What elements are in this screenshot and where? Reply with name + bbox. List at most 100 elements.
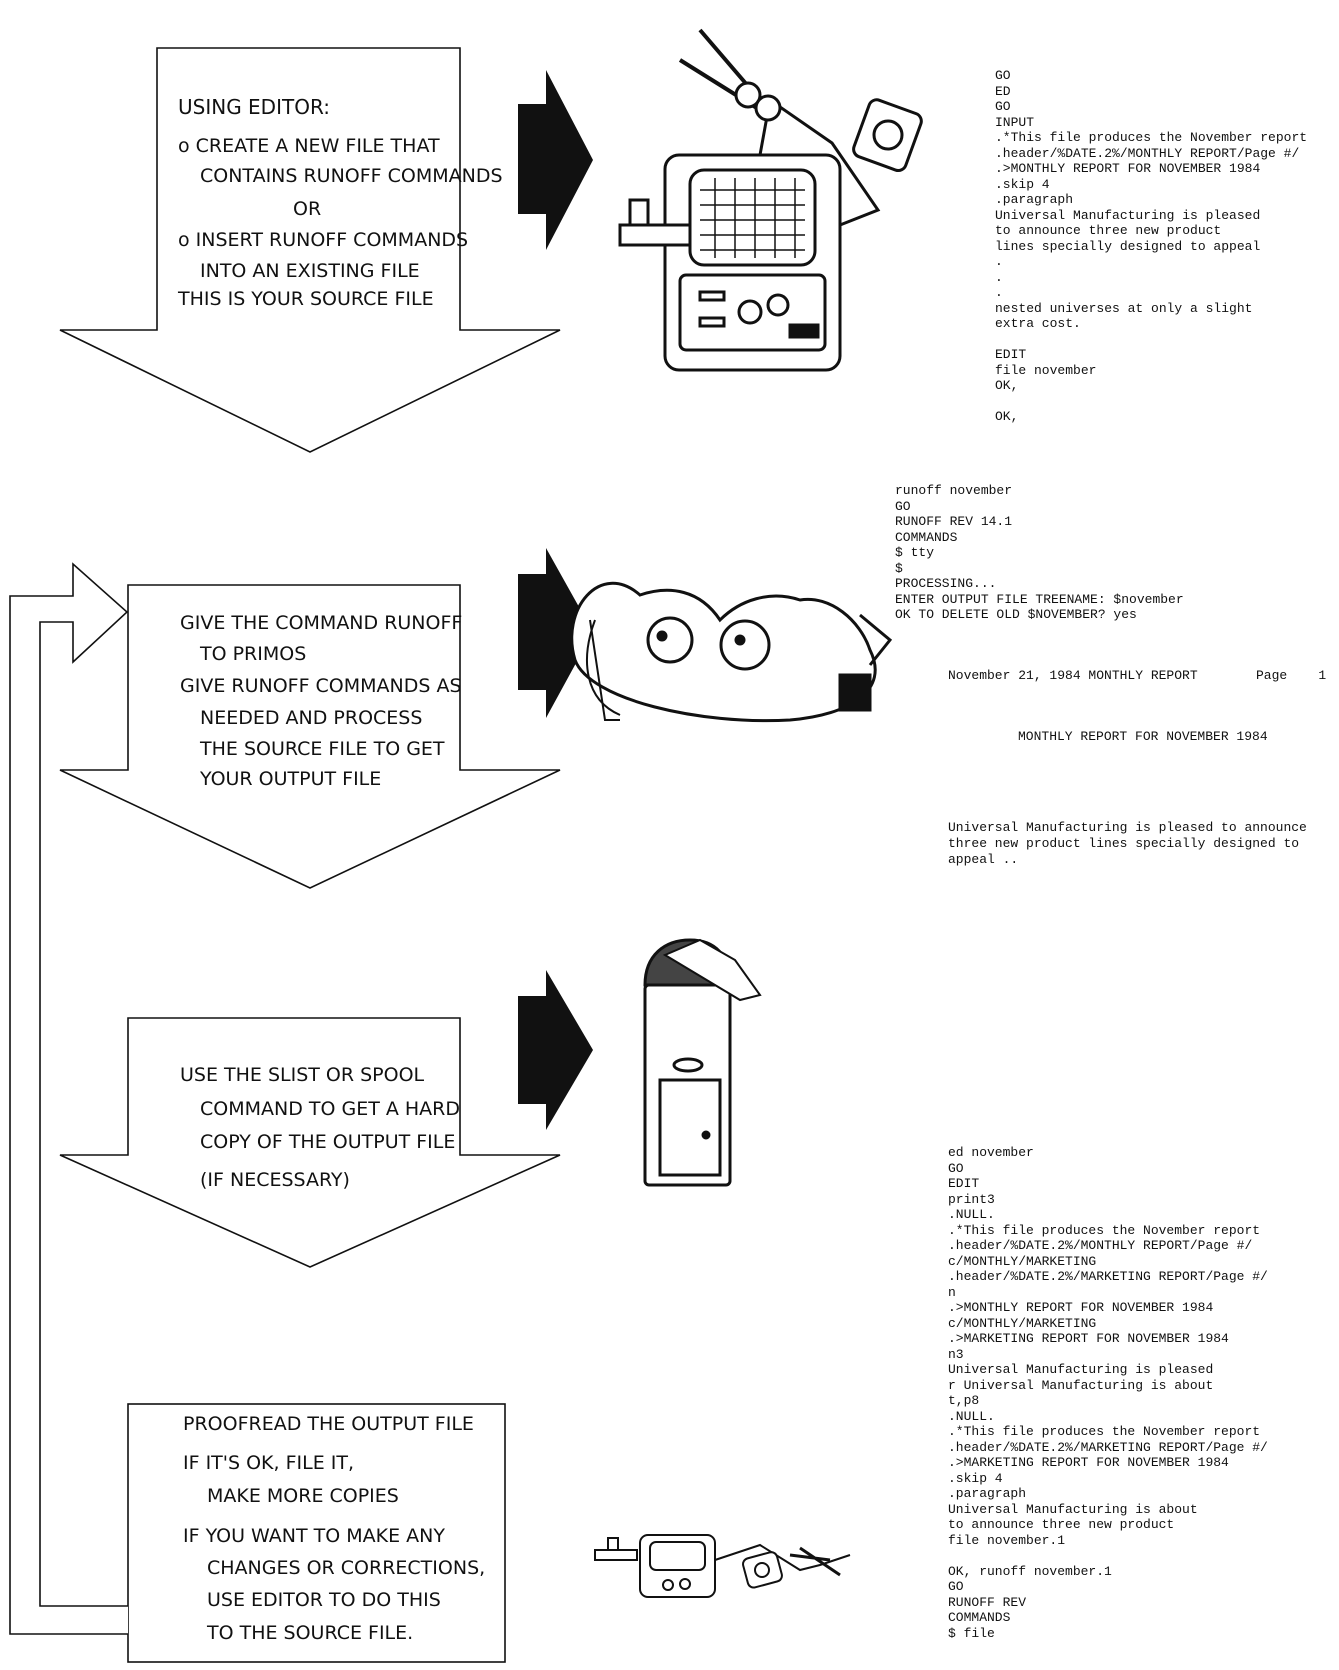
step-line: IF IT'S OK, FILE IT, <box>183 1452 355 1474</box>
terminal-line: r Universal Manufacturing is about <box>948 1377 1214 1393</box>
step-line: NEEDED AND PROCESS <box>200 707 423 729</box>
terminal-line: INPUT <box>995 114 1035 130</box>
terminal-line: c/MONTHLY/MARKETING <box>948 1253 1097 1269</box>
terminal-line: .NULL. <box>948 1408 995 1424</box>
terminal-line: .skip 4 <box>948 1470 1003 1486</box>
step-line: o CREATE A NEW FILE THAT <box>178 135 440 157</box>
step-line: OR <box>293 198 322 220</box>
terminal-line: n3 <box>948 1346 964 1362</box>
terminal-line: .*This file produces the November report <box>948 1424 1261 1439</box>
small-computer-illustration <box>594 1534 851 1598</box>
terminal-line: file november <box>995 362 1097 378</box>
terminal-line: .>MARKETING REPORT FOR NOVEMBER 1984 <box>948 1455 1229 1470</box>
terminal-line: lines specially designed to appeal <box>995 238 1261 254</box>
terminal-line: . <box>995 254 1003 269</box>
step-line: USING EDITOR: <box>178 95 330 119</box>
terminal-line: .skip 4 <box>995 176 1050 192</box>
terminal-line: to announce three new product <box>995 223 1222 238</box>
terminal-line: runoff november <box>895 483 1013 498</box>
step-line: USE EDITOR TO DO THIS <box>207 1589 441 1611</box>
terminal-line: t,p8 <box>948 1393 980 1408</box>
output-header-right: Page 1 <box>1256 668 1327 683</box>
output-header-left: November 21, 1984 MONTHLY REPORT <box>948 668 1198 683</box>
terminal-line: OK, runoff november.1 <box>948 1563 1112 1579</box>
terminal-line: Universal Manufacturing is pleased <box>995 207 1261 223</box>
terminal-line: . <box>995 269 1003 285</box>
terminal-line: Universal Manufacturing is about <box>948 1501 1198 1517</box>
step-arrow-print <box>59 1017 561 1268</box>
step-line: CHANGES OR CORRECTIONS, <box>207 1557 486 1579</box>
feedback-loop-arrow <box>9 562 129 1635</box>
terminal-line: COMMANDS <box>948 1610 1011 1625</box>
output-body-line: appeal .. <box>948 852 1019 867</box>
terminal-line: .header/%DATE.2%/MARKETING REPORT/Page #… <box>948 1269 1268 1284</box>
computer-robot-illustration <box>618 28 923 372</box>
step-box-proofread <box>127 1403 506 1663</box>
terminal-line: .paragraph <box>948 1486 1027 1501</box>
pointer-arrow-3 <box>518 970 593 1130</box>
terminal-line: extra cost. <box>995 316 1081 331</box>
terminal-line: nested universes at only a slight <box>995 300 1253 316</box>
terminal-line: .*This file produces the November report <box>995 130 1308 145</box>
step-line: THIS IS YOUR SOURCE FILE <box>178 288 434 310</box>
terminal-line: .>MONTHLY REPORT FOR NOVEMBER 1984 <box>948 1300 1214 1315</box>
terminal-line: . <box>995 285 1003 300</box>
step-line: PROOFREAD THE OUTPUT FILE <box>183 1413 474 1435</box>
step-line: GIVE RUNOFF COMMANDS AS <box>180 675 462 697</box>
terminal-line: $ file <box>948 1625 995 1641</box>
terminal-line <box>995 332 1307 348</box>
terminal-line: GO <box>948 1579 964 1594</box>
step-line: CONTAINS RUNOFF COMMANDS <box>200 165 503 187</box>
terminal-line: print3 <box>948 1191 995 1207</box>
terminal-line: COMMANDS <box>895 529 958 545</box>
step-line: YOUR OUTPUT FILE <box>200 768 382 790</box>
terminal-line: PROCESSING... <box>895 576 997 591</box>
terminal-line: .header/%DATE.2%/MONTHLY REPORT/Page #/ <box>948 1238 1253 1253</box>
step-line: TO PRIMOS <box>200 643 307 665</box>
terminal-line: ENTER OUTPUT FILE TREENAME: $november <box>895 591 1184 607</box>
terminal-line: .>MONTHLY REPORT FOR NOVEMBER 1984 <box>995 161 1261 176</box>
terminal-line: GO <box>995 99 1011 114</box>
terminal-line: Universal Manufacturing is pleased <box>948 1362 1214 1377</box>
terminal-line: file november.1 <box>948 1532 1066 1548</box>
step-arrow-edit <box>59 47 561 453</box>
step-line: GIVE THE COMMAND RUNOFF <box>180 612 463 634</box>
terminal-line: .header/%DATE.2%/MONTHLY REPORT/Page #/ <box>995 145 1300 161</box>
terminal-line: .NULL. <box>948 1207 995 1222</box>
output-body-line: three new product lines specially design… <box>948 836 1300 851</box>
terminal-line: EDIT <box>948 1176 980 1191</box>
step-line: THE SOURCE FILE TO GET <box>200 738 445 760</box>
step-line: (IF NECESSARY) <box>200 1169 350 1191</box>
terminal-line: OK, <box>995 409 1019 424</box>
terminal-line: RUNOFF REV 14.1 <box>895 514 1013 529</box>
step-line: MAKE MORE COPIES <box>207 1485 399 1507</box>
step-line: INTO AN EXISTING FILE <box>200 260 420 282</box>
terminal-line: GO <box>995 68 1011 83</box>
terminal-line: ed november <box>948 1145 1034 1160</box>
printer-illustration <box>643 938 762 1187</box>
terminal-line: n <box>948 1284 956 1300</box>
terminal-line: c/MONTHLY/MARKETING <box>948 1315 1097 1331</box>
terminal-line <box>948 1548 1268 1564</box>
step-line: TO THE SOURCE FILE. <box>207 1622 414 1644</box>
terminal-line: GO <box>948 1160 964 1176</box>
terminal-line: OK TO DELETE OLD $NOVEMBER? yes <box>895 607 1137 622</box>
terminal-line: GO <box>895 498 911 514</box>
terminal-line: RUNOFF REV <box>948 1594 1027 1610</box>
runoff-figures-illustration <box>570 581 893 723</box>
step-arrow-runoff <box>59 584 561 889</box>
pointer-arrow-2 <box>518 548 593 718</box>
step-line: IF YOU WANT TO MAKE ANY <box>183 1525 445 1547</box>
terminal-line: .paragraph <box>995 192 1074 207</box>
step-line: COPY OF THE OUTPUT FILE <box>200 1131 456 1153</box>
terminal-line: $ <box>895 560 903 576</box>
output-title: MONTHLY REPORT FOR NOVEMBER 1984 <box>1018 729 1268 744</box>
terminal-line: EDIT <box>995 347 1027 362</box>
step-line: COMMAND TO GET A HARD <box>200 1098 461 1120</box>
terminal-line: .header/%DATE.2%/MARKETING REPORT/Page #… <box>948 1439 1268 1455</box>
terminal-line: ED <box>995 83 1011 99</box>
terminal-line: $ tty <box>895 545 935 560</box>
